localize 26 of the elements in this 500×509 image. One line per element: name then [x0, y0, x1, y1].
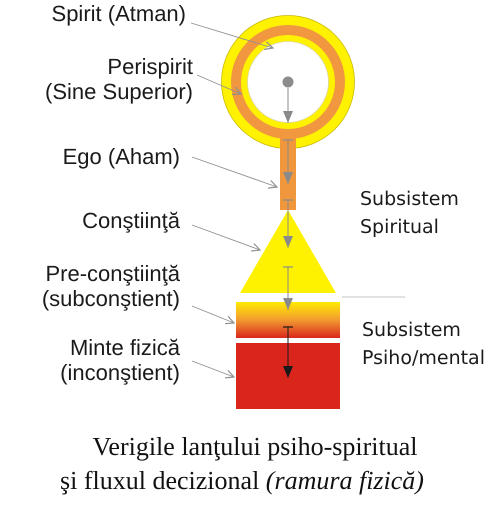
center-dot [282, 76, 294, 88]
ring-circle [221, 15, 355, 149]
caption: Verigile lanţului psiho-spiritual şi fluxul decizional (ramura fizică) [59, 431, 425, 497]
leader-line [192, 306, 235, 324]
flow-arrow [282, 266, 294, 310]
term-label: Perispirit (Sine Superior) [43, 54, 193, 104]
leader-line [192, 156, 278, 189]
flow-arrow [282, 139, 294, 184]
gradient-block [236, 302, 340, 338]
leader-line [192, 360, 235, 378]
subsystem-label: Subsistem Psiho/mental [362, 318, 486, 371]
triangle-shape [240, 210, 336, 293]
inner-circle [247, 41, 329, 123]
subsystem-label: Subsistem Spiritual [360, 187, 460, 240]
leader-line [190, 22, 274, 50]
term-label: Minte fizică (inconştient) [54, 335, 180, 385]
flow-arrow [282, 199, 294, 248]
flow-arrow [282, 326, 294, 378]
term-label: Ego (Aham) [62, 144, 180, 169]
leader-line [196, 74, 242, 96]
term-label: Spirit (Atman) [52, 1, 186, 26]
bottom-block [236, 343, 340, 409]
leader-line [192, 224, 261, 252]
term-label: Pre-conştiinţă (subconştient) [36, 261, 180, 311]
term-label: Conştiinţă [82, 208, 180, 233]
flow-arrow [283, 88, 293, 124]
